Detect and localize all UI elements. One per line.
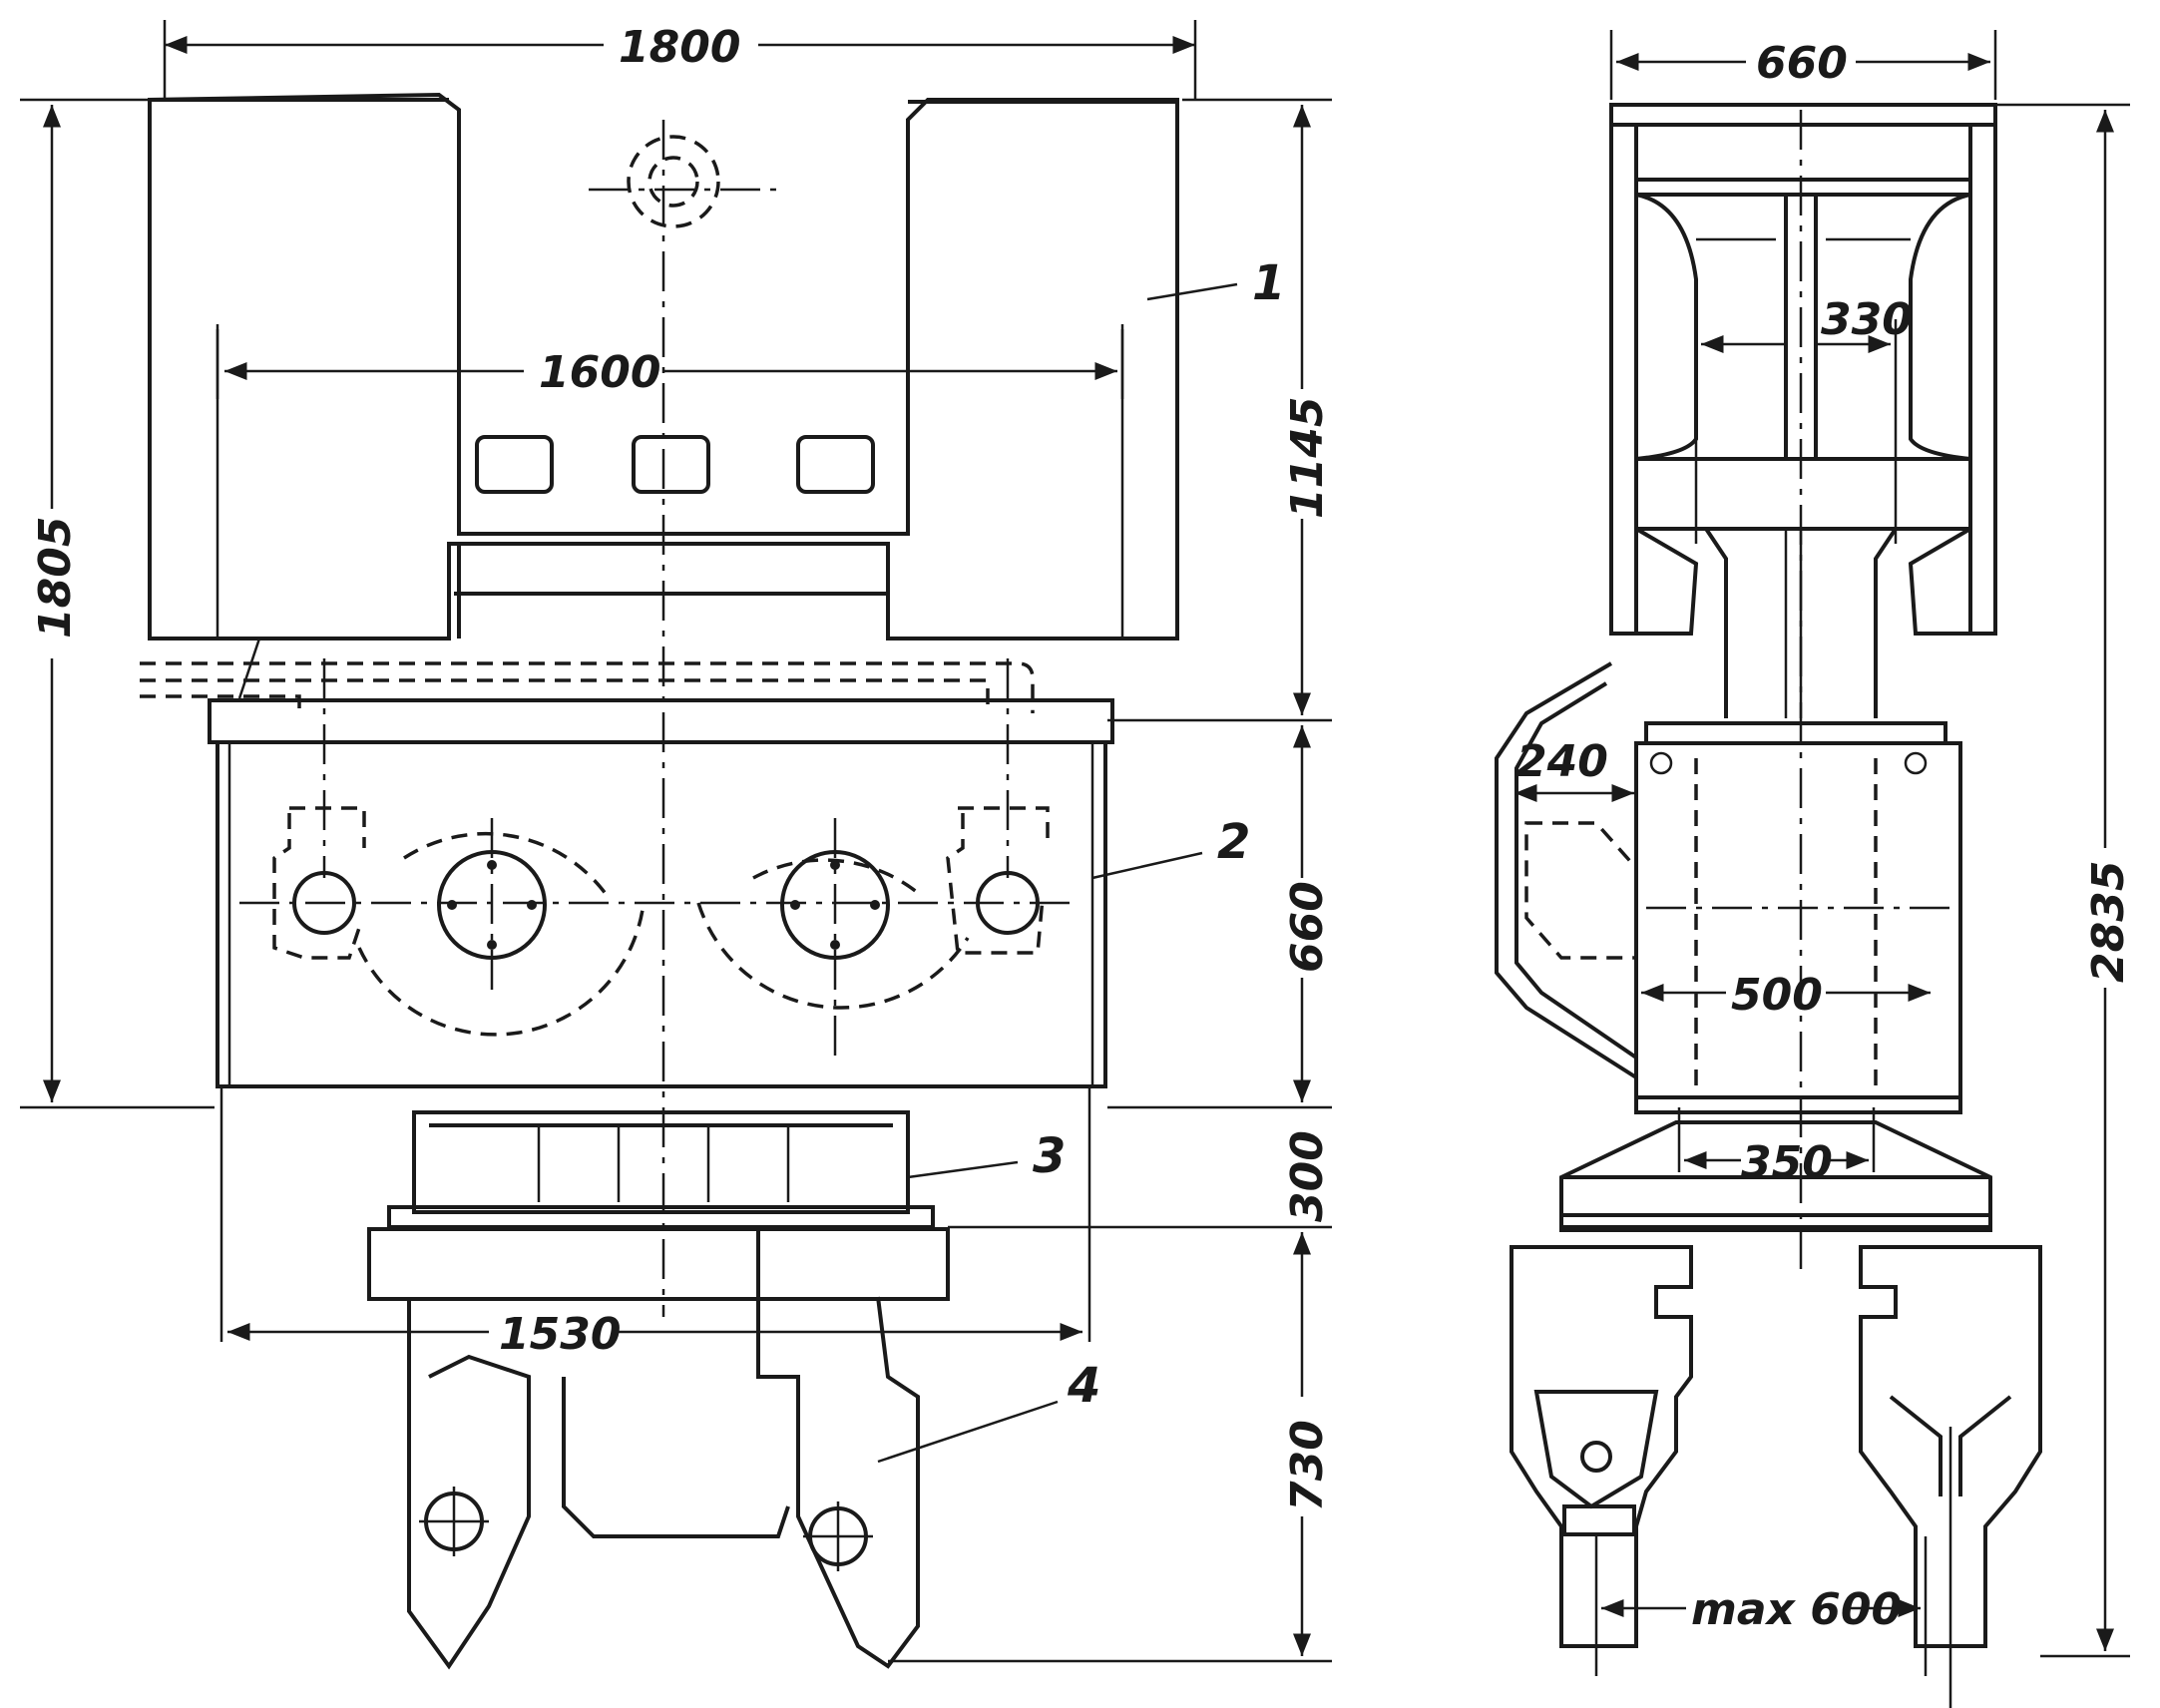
dim-gripper-height: 730 [1282,1420,1333,1511]
callout-2: 2 [1217,814,1250,870]
upper-frame-part-1 [140,92,1179,713]
side-adapter [1559,1120,1992,1232]
dim-inner-width: 1600 [539,347,660,398]
adapter-part-3 [387,1110,935,1229]
side-dim-350: 350 [1677,1107,1876,1188]
side-dim-500: 500 [1641,970,1931,1021]
callout-1: 1 [1252,255,1285,311]
callout-4: 4 [1067,1358,1100,1414]
dim-side-top-width: 660 [1756,38,1848,89]
side-view: 330 240 500 [1495,30,2134,1708]
dim-overall-width: 1800 [619,22,740,73]
dim-gearbox-height: 660 [1282,881,1333,973]
side-dim-660: 660 [1609,30,1997,100]
dim-side-gearbox-width: 500 [1731,970,1823,1021]
side-gearbox [1495,661,1962,1114]
dim-side-offset: 240 [1516,736,1608,787]
front-dimensions: 1800 1600 1530 1805 [20,20,1333,1663]
gripper-part-4 [367,1227,950,1670]
dim-adapter-height: 300 [1282,1130,1333,1222]
side-dim-240: 240 [1514,736,1634,802]
side-top-frame [1609,103,1997,718]
dim-jaw-opening: max 600 [1691,1584,1902,1635]
flange-plate [208,698,1114,744]
dim-side-inner-width: 330 [1821,294,1913,345]
front-view: 1800 1600 1530 1805 [20,20,1333,1670]
side-jaws [1510,1245,2042,1708]
hidden-bore [627,135,720,228]
hidden-bore [648,156,699,208]
callout-3: 3 [1033,1128,1066,1184]
dim-upper-height: 1145 [1282,397,1333,519]
part-callouts: 1 2 3 4 [877,255,1285,1464]
dim-total-height: 2835 [2083,861,2134,983]
window-slot [475,435,554,494]
window-slot [632,435,710,494]
side-dim-2835: 2835 [1995,103,2134,1658]
window-slot [796,435,875,494]
dim-overall-height: 1805 [30,517,81,639]
side-dim-330: 330 [1694,294,1913,544]
side-dim-max600: max 600 [1594,1536,1928,1676]
gearbox-part-2 [216,658,1107,1088]
dim-side-adapter-width: 350 [1741,1137,1833,1188]
dim-base-width: 1530 [499,1309,621,1360]
